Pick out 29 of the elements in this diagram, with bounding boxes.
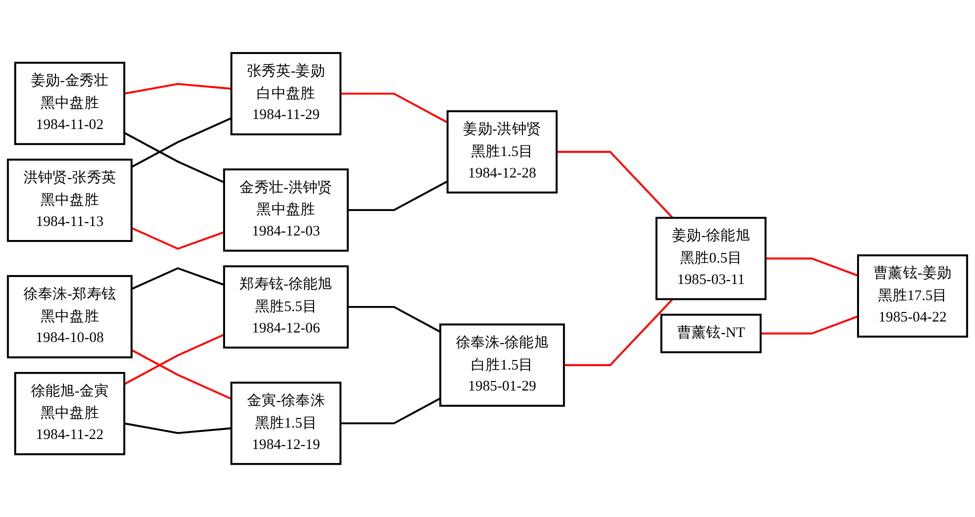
connector-line xyxy=(760,315,858,334)
match-box: 姜勋-金秀壮 黑中盘胜 1984-11-02 xyxy=(14,62,126,146)
match-box: 金秀壮-洪钟贤 黑中盘胜 1984-12-03 xyxy=(223,168,349,252)
connector-line xyxy=(124,334,224,386)
match-box: 徐奉洙-徐能旭 白胜1.5目 1985-01-29 xyxy=(439,324,565,407)
match-box: 金寅-徐奉洙 黑胜1.5目 1984-12-19 xyxy=(230,382,342,465)
match-box: 郑寿铉-徐能旭 黑胜5.5目 1984-12-06 xyxy=(223,265,349,349)
connector-line xyxy=(348,180,448,212)
connector-line xyxy=(340,398,441,424)
connector-line xyxy=(124,132,224,184)
match-box: 徐奉洙-郑寿铉 黑中盘胜 1984-10-08 xyxy=(6,275,133,358)
match-box: 张秀英-姜勋 白中盘胜 1984-11-29 xyxy=(230,52,342,136)
connector-line xyxy=(766,258,858,277)
match-box: 洪钟贤-张秀英 黑中盘胜 1984-11-13 xyxy=(6,158,133,242)
match-box: 姜勋-徐能旭 黑胜0.5目 1985-03-11 xyxy=(655,216,766,300)
connector-line xyxy=(556,150,674,219)
match-box: 姜勋-洪钟贤 黑胜1.5目 1984-12-28 xyxy=(446,110,558,194)
match-box: 徐能旭-金寅 黑中盘胜 1984-11-22 xyxy=(14,372,126,456)
connector-line xyxy=(131,267,224,290)
match-box: 曹薰铉-姜勋 黑胜17.5目 1985-04-22 xyxy=(857,254,968,338)
match-box: 曹薰铉-NT xyxy=(660,314,762,354)
connector-line xyxy=(124,82,232,95)
connector-line xyxy=(131,117,232,168)
connector-line xyxy=(131,349,232,400)
connector-line xyxy=(124,422,232,434)
connector-line xyxy=(348,306,441,333)
connector-line xyxy=(131,227,224,250)
connector-line xyxy=(340,92,448,124)
connector-line xyxy=(564,298,674,366)
